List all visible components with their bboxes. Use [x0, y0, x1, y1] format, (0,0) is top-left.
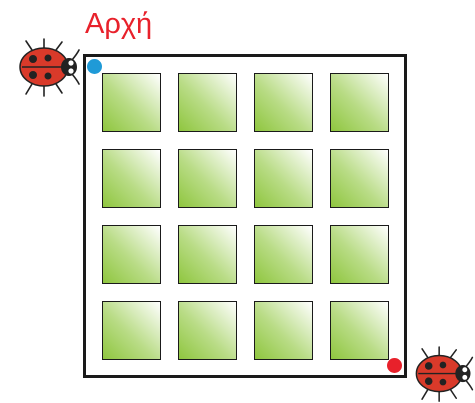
grid-tile[interactable]	[178, 149, 237, 208]
grid-tile[interactable]	[330, 149, 389, 208]
ladybug-end-icon	[409, 346, 475, 403]
tile-grid	[102, 73, 389, 360]
grid-tile[interactable]	[178, 225, 237, 284]
grid-tile[interactable]	[330, 301, 389, 360]
grid-tile[interactable]	[254, 73, 313, 132]
grid-tile[interactable]	[102, 73, 161, 132]
grid-tile[interactable]	[102, 301, 161, 360]
grid-tile[interactable]	[178, 301, 237, 360]
grid-tile[interactable]	[254, 225, 313, 284]
grid-tile[interactable]	[254, 149, 313, 208]
grid-tile[interactable]	[330, 73, 389, 132]
grid-tile[interactable]	[330, 225, 389, 284]
maze-board	[83, 54, 407, 378]
grid-tile[interactable]	[102, 225, 161, 284]
grid-tile[interactable]	[178, 73, 237, 132]
start-point[interactable]	[87, 59, 102, 74]
start-label: Αρχή	[85, 6, 152, 42]
ladybug-start-icon	[14, 38, 80, 98]
end-point[interactable]	[387, 358, 402, 373]
grid-tile[interactable]	[254, 301, 313, 360]
grid-tile[interactable]	[102, 149, 161, 208]
